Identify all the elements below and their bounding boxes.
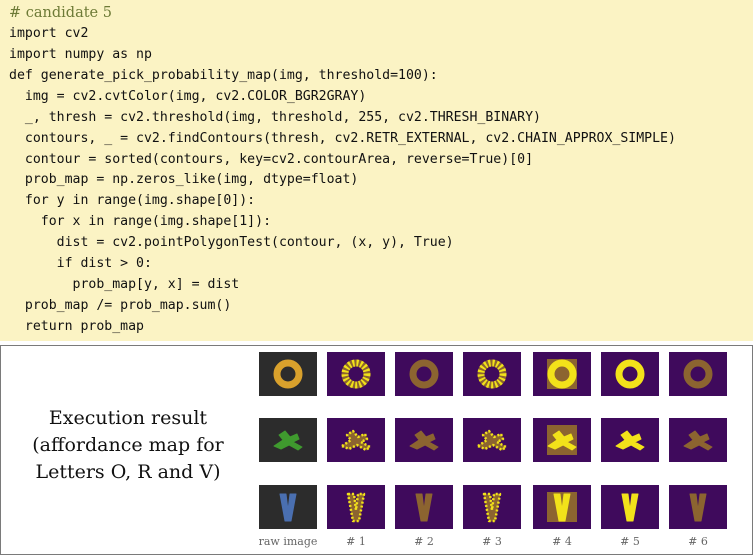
code-line: if dist > 0: (9, 256, 152, 271)
column-label-3: # 3 (482, 535, 502, 548)
raw-image-letter-V (259, 485, 317, 529)
column-label-2: # 2 (414, 535, 434, 548)
code-comment: # candidate 5 (9, 5, 112, 21)
affordance-map-R-candidate-1 (327, 418, 385, 462)
code-line: for x in range(img.shape[1]): (9, 214, 272, 229)
raw-image-letter-O (259, 352, 317, 396)
affordance-map-O-candidate-4 (533, 352, 591, 396)
affordance-map-V-candidate-1 (327, 485, 385, 529)
code-line: return prob_map (9, 319, 144, 334)
affordance-map-V-candidate-5 (601, 485, 659, 529)
column-label-1: # 1 (346, 535, 366, 548)
column-label-4: # 4 (552, 535, 572, 548)
code-line: prob_map /= prob_map.sum() (9, 298, 232, 313)
raw-image-letter-R (259, 418, 317, 462)
affordance-map-O-candidate-6 (669, 352, 727, 396)
caption-line-1: Execution result (48, 407, 208, 429)
code-line: import numpy as np (9, 47, 152, 62)
code-line: for y in range(img.shape[0]): (9, 193, 256, 208)
affordance-map-R-candidate-3 (463, 418, 521, 462)
affordance-map-O-candidate-2 (395, 352, 453, 396)
code-line: import cv2 (9, 26, 89, 41)
affordance-map-O-candidate-3 (463, 352, 521, 396)
caption-line-2: (affordance map for (32, 434, 224, 456)
code-panel: # candidate 5 import cv2 import numpy as n… (0, 0, 753, 341)
affordance-map-R-candidate-2 (395, 418, 453, 462)
column-label-raw-image: raw image (258, 535, 318, 548)
affordance-map-O-candidate-5 (601, 352, 659, 396)
affordance-map-V-candidate-6 (669, 485, 727, 529)
affordance-map-R-candidate-4 (533, 418, 591, 462)
code-line: prob_map = np.zeros_like(img, dtype=floa… (9, 172, 359, 187)
affordance-map-R-candidate-6 (669, 418, 727, 462)
code-line: prob_map[y, x] = dist (9, 277, 240, 292)
code-line: contour = sorted(contours, key=cv2.conto… (9, 152, 534, 167)
code-line: contours, _ = cv2.findContours(thresh, c… (9, 131, 676, 146)
execution-result-caption: Execution result (affordance map for Let… (12, 405, 244, 486)
affordance-map-O-candidate-1 (327, 352, 385, 396)
code-line: img = cv2.cvtColor(img, cv2.COLOR_BGR2GR… (9, 89, 367, 104)
column-label-5: # 5 (620, 535, 640, 548)
affordance-map-V-candidate-2 (395, 485, 453, 529)
column-label-6: # 6 (688, 535, 708, 548)
code-line: def generate_pick_probability_map(img, t… (9, 68, 438, 83)
code-line: dist = cv2.pointPolygonTest(contour, (x,… (9, 235, 454, 250)
caption-line-3: Letters O, R and V) (35, 461, 221, 483)
affordance-map-V-candidate-3 (463, 485, 521, 529)
code-line: _, thresh = cv2.threshold(img, threshold… (9, 110, 541, 125)
affordance-map-V-candidate-4 (533, 485, 591, 529)
affordance-map-R-candidate-5 (601, 418, 659, 462)
